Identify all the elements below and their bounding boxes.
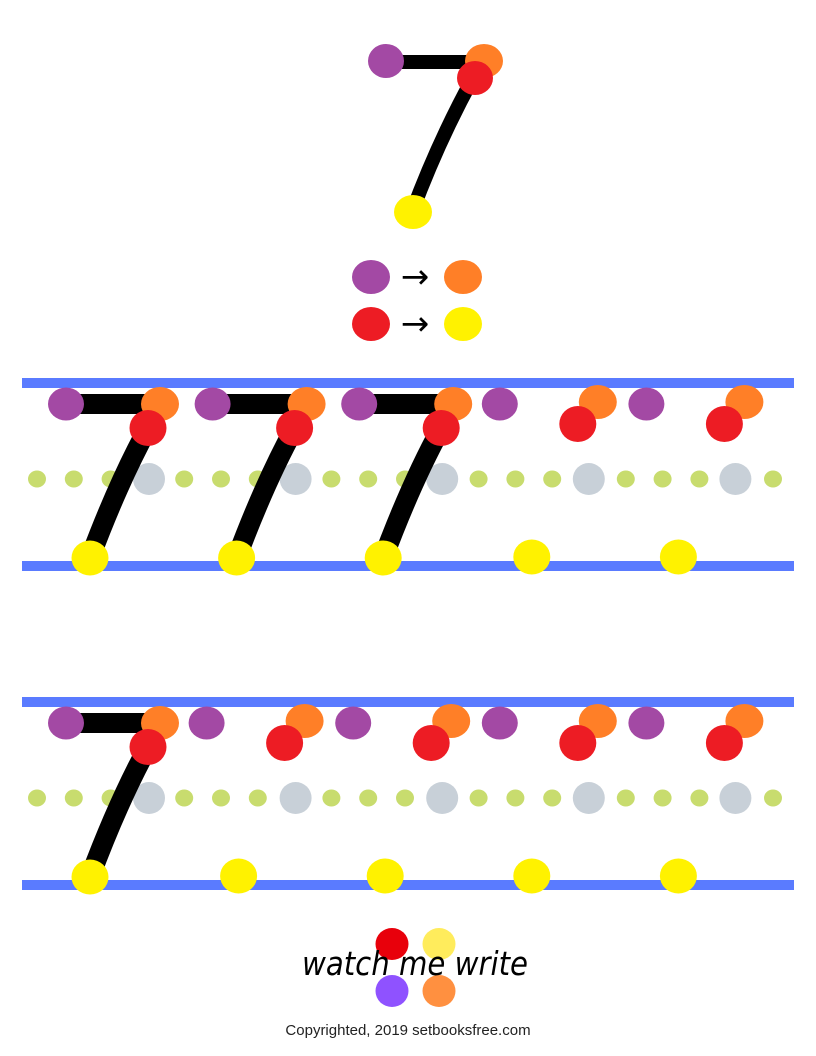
purple-start-dot	[481, 387, 518, 421]
red-start-dot	[559, 406, 597, 442]
yellow-end-dot	[364, 540, 402, 576]
midline-dot	[322, 470, 341, 488]
traced-diagonal-stroke	[80, 742, 157, 881]
purple-start-dot	[48, 387, 84, 421]
midline-gap-dot	[572, 463, 605, 495]
stroke-order-legend: →→	[352, 257, 482, 344]
midline-dot	[28, 789, 46, 807]
purple-start-dot	[628, 387, 665, 421]
midline-dot	[764, 789, 782, 807]
midline-dot	[64, 470, 83, 488]
midline-gap-dot	[426, 782, 459, 814]
yellow-end-dot	[513, 539, 551, 575]
yellow-end-dot	[71, 540, 109, 576]
logo-orange-dot	[422, 975, 456, 1007]
traced-diagonal-stroke	[373, 423, 450, 562]
yellow-end-dot	[394, 195, 432, 229]
red-start-dot	[559, 725, 597, 761]
midline-gap-dot	[426, 463, 459, 495]
yellow-end-dot	[659, 858, 697, 894]
purple-start-dot	[341, 387, 378, 421]
midline-dot	[616, 789, 635, 807]
midline-dot	[764, 470, 782, 488]
purple-start-dot	[48, 706, 84, 740]
model-digit-seven	[368, 44, 503, 229]
midline-dot	[690, 470, 709, 488]
red-start-dot	[705, 725, 743, 761]
legend-red-dot	[352, 307, 390, 341]
midline-dot	[396, 789, 414, 807]
legend-purple-dot	[352, 260, 390, 294]
midline-gap-dot	[572, 782, 605, 814]
top-guide-line	[22, 697, 794, 707]
legend-arrow: →	[401, 257, 430, 297]
red-start-dot	[266, 725, 304, 761]
midline-dot	[248, 789, 267, 807]
midline-dot	[690, 789, 709, 807]
midline-dot	[212, 789, 230, 807]
red-start-dot	[422, 410, 460, 446]
logo-text: watch me write	[302, 944, 528, 983]
yellow-end-dot	[659, 539, 697, 575]
red-start-dot	[276, 410, 314, 446]
red-start-dot	[705, 406, 743, 442]
midline-gap-dot	[719, 463, 752, 495]
midline-dot	[175, 470, 194, 488]
red-start-dot	[129, 410, 167, 446]
traced-diagonal-stroke	[80, 423, 157, 562]
purple-start-dot	[188, 706, 225, 740]
yellow-end-dot	[513, 858, 551, 894]
purple-start-dot	[481, 706, 518, 740]
logo-red-dot	[375, 928, 409, 960]
legend-yellow-dot	[444, 307, 482, 341]
midline-dot	[653, 789, 672, 807]
midline-dot	[322, 789, 341, 807]
yellow-end-dot	[218, 540, 256, 576]
midline-gap-dot	[133, 463, 165, 495]
midline-dot	[543, 789, 562, 807]
midline-dot	[28, 470, 46, 488]
red-start-dot	[129, 729, 167, 765]
midline-gap-dot	[719, 782, 752, 814]
top-guide-line	[22, 378, 794, 388]
midline-dot	[469, 470, 488, 488]
copyright-text: Copyrighted, 2019 setbooksfree.com	[285, 1022, 531, 1039]
model-diagonal-stroke	[405, 74, 480, 215]
midline-dot	[212, 470, 230, 488]
baseline-guide-line	[22, 880, 794, 890]
legend-orange-dot	[444, 260, 482, 294]
midline-dot	[359, 470, 378, 488]
midline-dot	[506, 789, 525, 807]
purple-start-dot	[628, 706, 665, 740]
purple-start-dot	[335, 706, 372, 740]
midline-dot	[616, 470, 635, 488]
midline-dot	[506, 470, 525, 488]
midline-dot	[543, 470, 562, 488]
midline-gap-dot	[279, 463, 312, 495]
midline-dot	[64, 789, 83, 807]
midline-gap-dot	[279, 782, 312, 814]
purple-start-dot	[368, 44, 404, 78]
traced-diagonal-stroke	[227, 423, 304, 562]
yellow-end-dot	[71, 859, 109, 895]
midline-dot	[653, 470, 672, 488]
midline-dot	[469, 789, 488, 807]
baseline-guide-line	[22, 561, 794, 571]
logo-purple-dot	[375, 975, 409, 1007]
red-start-dot	[412, 725, 450, 761]
red-start-dot	[457, 61, 493, 95]
watch-me-write-logo: watch me write	[302, 928, 528, 1007]
purple-start-dot	[194, 387, 231, 421]
legend-arrow: →	[401, 304, 430, 344]
practice-row-2	[22, 697, 794, 895]
yellow-end-dot	[220, 858, 258, 894]
logo-yellow-dot	[422, 928, 456, 960]
practice-row-1	[22, 378, 794, 576]
midline-gap-dot	[133, 782, 165, 814]
midline-dot	[359, 789, 378, 807]
yellow-end-dot	[366, 858, 404, 894]
midline-dot	[175, 789, 194, 807]
